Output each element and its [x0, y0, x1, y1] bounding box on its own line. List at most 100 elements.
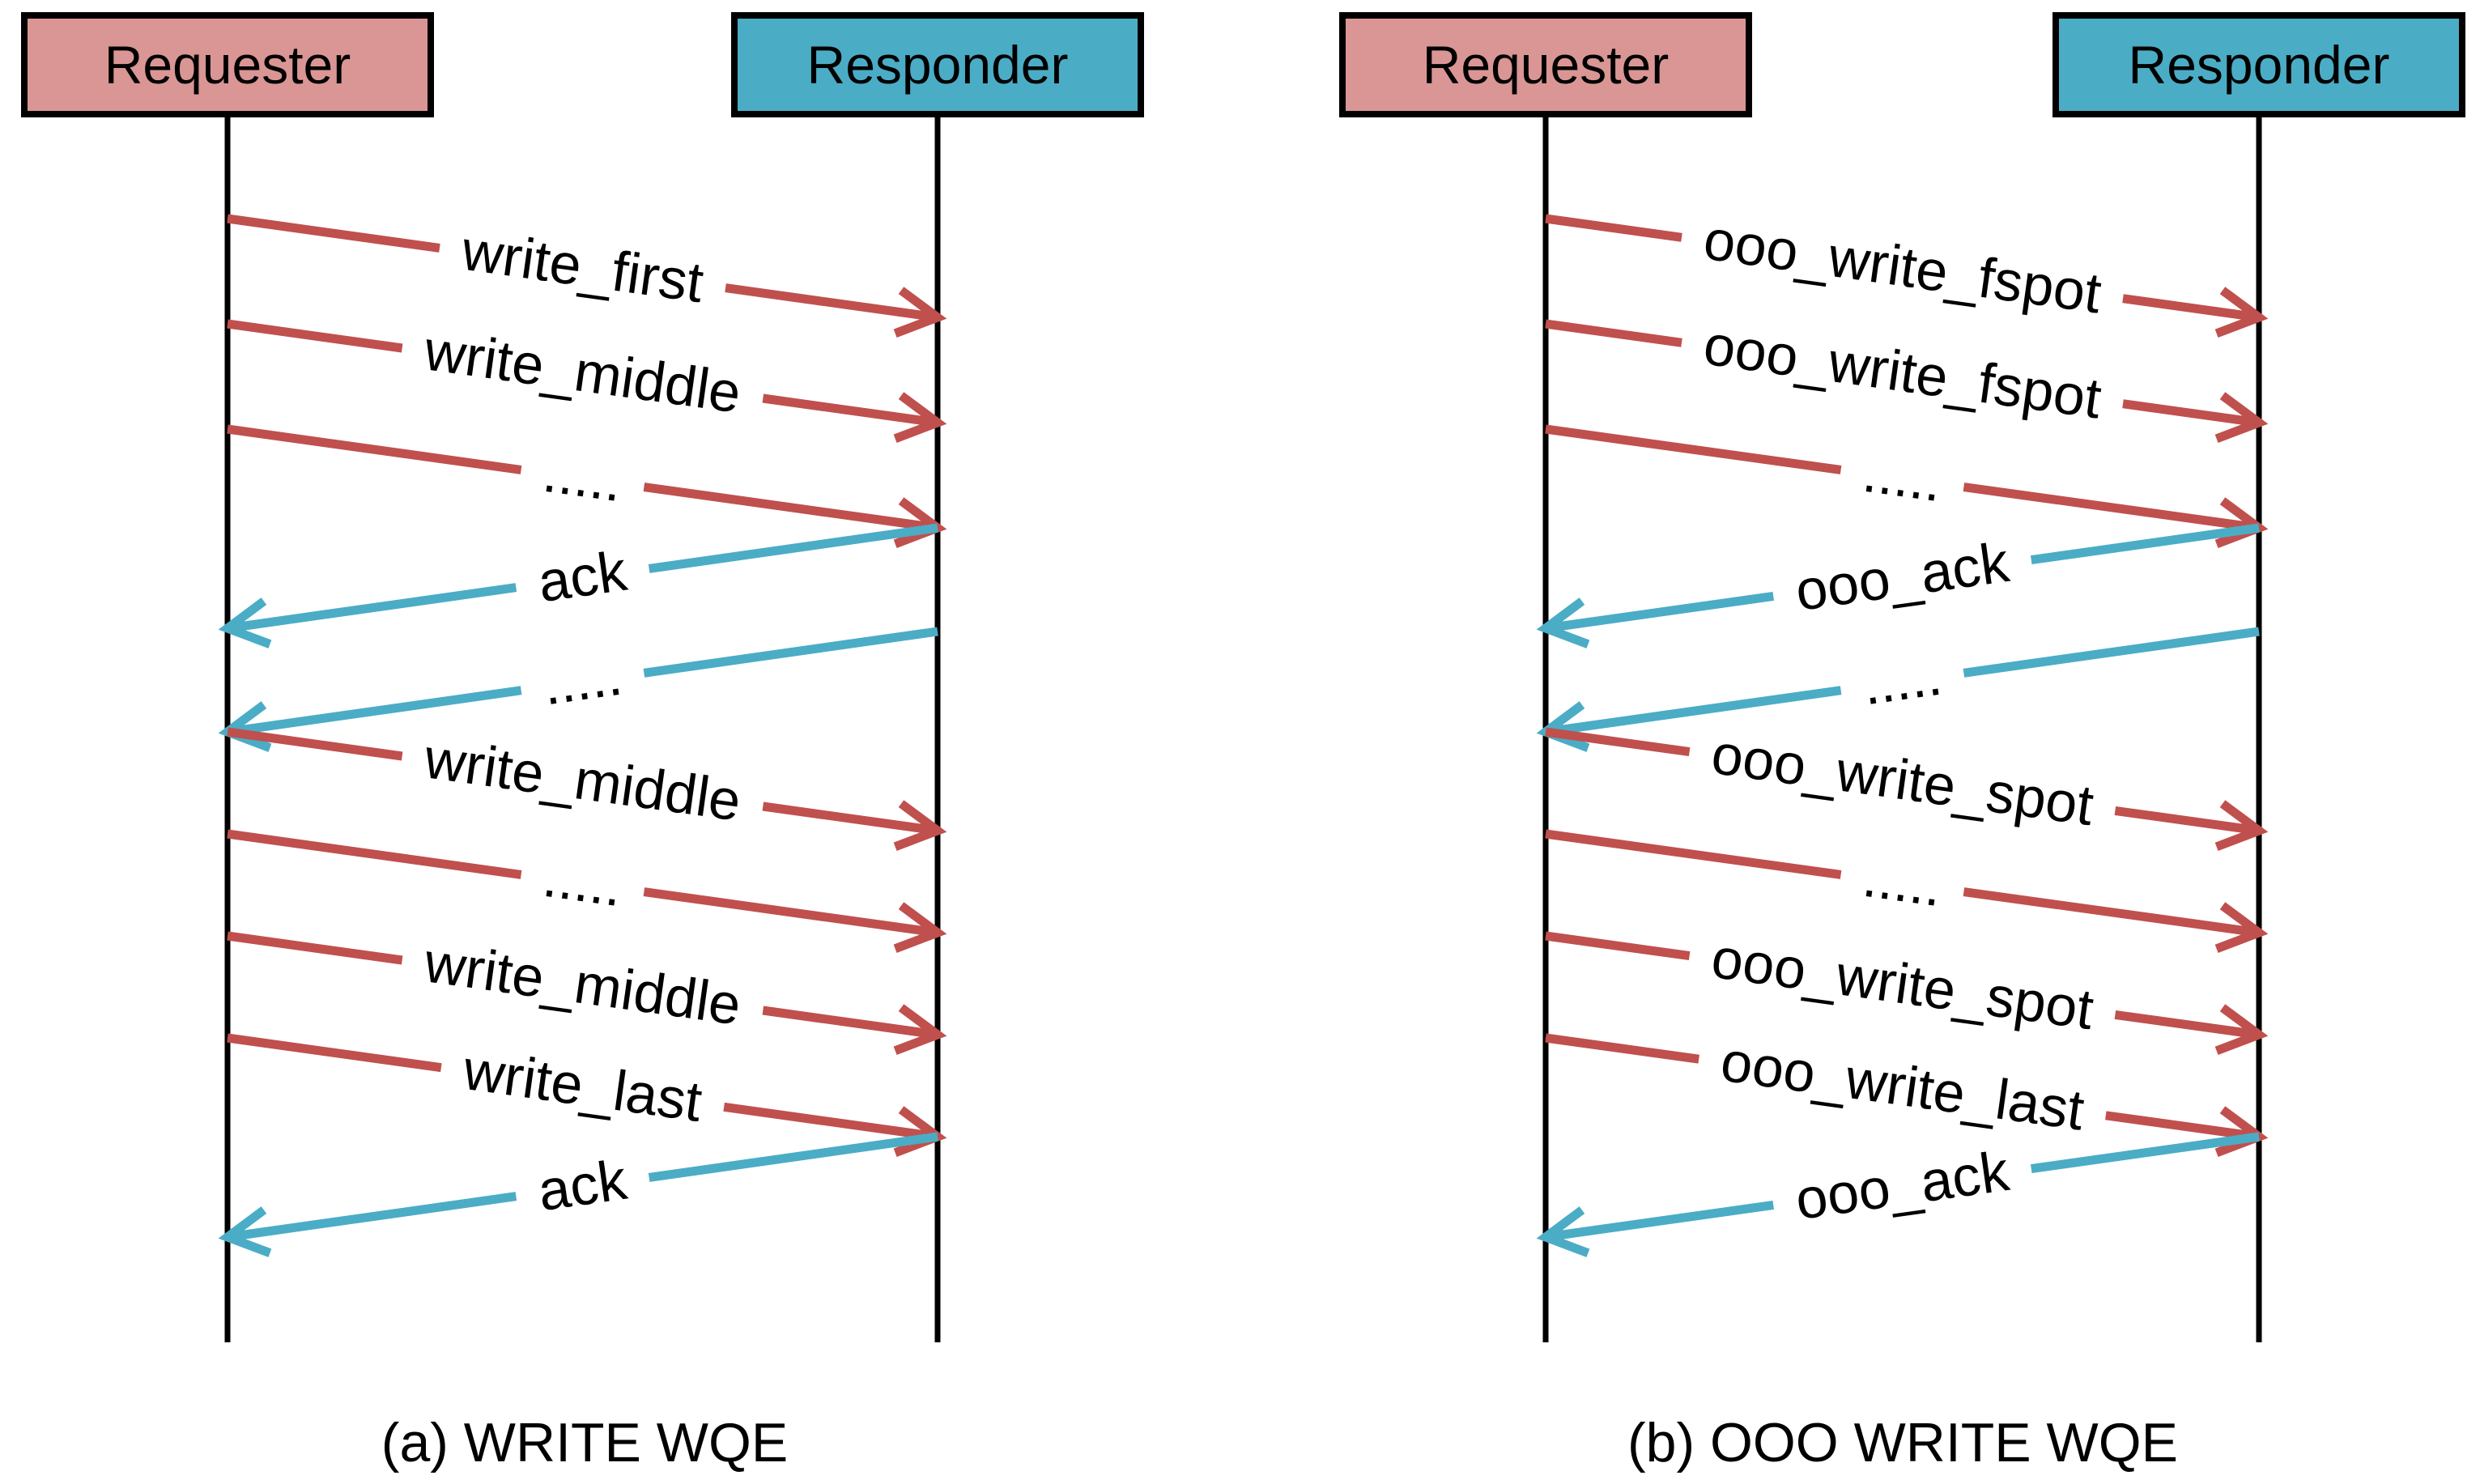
message-line-segment: [2114, 806, 2260, 836]
actor-box-responder-b: Responder: [2052, 12, 2465, 117]
message-line-segment: [1963, 627, 2260, 678]
message-line-segment: [762, 1006, 938, 1040]
message-label: ack: [534, 1148, 632, 1223]
message-line-segment: [643, 887, 938, 938]
caption-diagram-b: (b) OOO WRITE WQE: [1627, 1412, 2178, 1473]
actor-box-responder-a: Responder: [731, 12, 1144, 117]
actor-label-requester-b: Requester: [1422, 35, 1670, 95]
message-request: write_middle: [227, 726, 947, 851]
message-line-segment: [2114, 1010, 2260, 1040]
message-label: .....: [539, 440, 626, 514]
message-label: write_first: [457, 219, 707, 315]
message-request: .....: [1545, 424, 2269, 548]
arrowhead-icon: [218, 597, 272, 648]
message-ack: ooo_ack: [1536, 1132, 2260, 1257]
diagram-a: write_firstwrite_middle.....ack.....writ…: [218, 117, 947, 1342]
message-request: ooo_write_fspot: [1545, 313, 2269, 443]
message-line-segment: [1545, 424, 1842, 474]
message-line-segment: [227, 1033, 442, 1073]
message-line-segment: [1545, 591, 1775, 633]
actor-label-responder-b: Responder: [2128, 35, 2390, 95]
message-request: ooo_write_last: [1545, 1029, 2269, 1157]
message-label: ooo_write_fspot: [1700, 208, 2105, 325]
message-line-segment: [725, 283, 938, 322]
message-line-segment: [227, 583, 517, 633]
message-label: ooo_ack: [1792, 530, 2014, 623]
message-label: .....: [1859, 644, 1946, 717]
message-label: ooo_write_last: [1717, 1029, 2088, 1142]
message-label: ooo_ack: [1792, 1139, 2014, 1231]
arrowhead-icon: [893, 392, 947, 443]
message-ack: ooo_ack: [1536, 523, 2260, 648]
arrowhead-icon: [1536, 597, 1590, 648]
caption-diagram-a: (a) WRITE WQE: [381, 1412, 789, 1473]
message-line-segment: [227, 686, 522, 737]
message-label: ooo_write_fspot: [1700, 313, 2105, 431]
message-ack: .....: [218, 627, 938, 752]
message-request: ooo_write_fspot: [1545, 208, 2269, 338]
message-line-segment: [227, 424, 522, 474]
message-label: ooo_write_spot: [1708, 926, 2097, 1041]
message-label: write_last: [459, 1038, 706, 1133]
message-label: write_middle: [420, 726, 745, 833]
arrowhead-icon: [893, 902, 947, 953]
message-line-segment: [1545, 319, 1682, 347]
message-line-segment: [2030, 1132, 2260, 1174]
message-ack: .....: [1536, 627, 2260, 752]
message-line-segment: [227, 931, 403, 965]
arrowhead-icon: [1536, 1206, 1590, 1257]
message-label: write_middle: [420, 318, 745, 425]
message-request: write_last: [227, 1033, 947, 1157]
message-line-segment: [648, 523, 938, 573]
message-label: ooo_write_spot: [1708, 722, 2097, 837]
message-label: ack: [534, 539, 632, 614]
message-request: write_middle: [227, 930, 947, 1055]
message-label: .....: [1859, 440, 1946, 514]
message-label: write_middle: [420, 930, 745, 1037]
message-line-segment: [1963, 483, 2260, 533]
message-request: write_first: [227, 214, 947, 338]
message-request: .....: [227, 424, 947, 548]
message-line-segment: [1545, 1200, 1775, 1242]
arrowhead-icon: [2214, 392, 2269, 443]
message-label: .....: [539, 845, 626, 919]
message-line-segment: [2122, 294, 2260, 322]
arrowhead-icon: [2214, 287, 2269, 338]
message-request: write_middle: [227, 318, 947, 443]
message-line-segment: [1545, 727, 1691, 757]
message-line-segment: [643, 627, 938, 678]
message-line-segment: [227, 319, 403, 353]
message-line-segment: [762, 802, 938, 836]
message-request: ooo_write_spot: [1545, 722, 2269, 851]
message-label: .....: [1859, 845, 1946, 919]
message-ack: ack: [218, 523, 938, 648]
message-line-segment: [2105, 1111, 2260, 1142]
message-line-segment: [1545, 214, 1682, 242]
message-line-segment: [2030, 523, 2260, 565]
arrowhead-icon: [2214, 902, 2269, 953]
message-ack: ack: [218, 1132, 938, 1257]
message-line-segment: [762, 393, 938, 427]
message-line-segment: [648, 1132, 938, 1182]
arrowhead-icon: [893, 287, 947, 338]
message-line-segment: [1545, 1033, 1699, 1064]
arrowhead-icon: [2214, 800, 2269, 851]
message-line-segment: [227, 829, 522, 879]
message-line-segment: [2122, 399, 2260, 427]
message-line-segment: [227, 214, 440, 253]
message-line-segment: [227, 727, 403, 761]
message-request: .....: [1545, 829, 2269, 953]
actor-label-requester-a: Requester: [104, 35, 351, 95]
message-request: .....: [227, 829, 947, 953]
message-line-segment: [227, 1192, 517, 1242]
actor-label-responder-a: Responder: [806, 35, 1069, 95]
arrowhead-icon: [893, 800, 947, 851]
message-line-segment: [1545, 829, 1842, 879]
message-request: ooo_write_spot: [1545, 926, 2269, 1055]
message-label: .....: [539, 644, 626, 717]
actor-box-requester-a: Requester: [21, 12, 434, 117]
message-line-segment: [1963, 887, 2260, 938]
